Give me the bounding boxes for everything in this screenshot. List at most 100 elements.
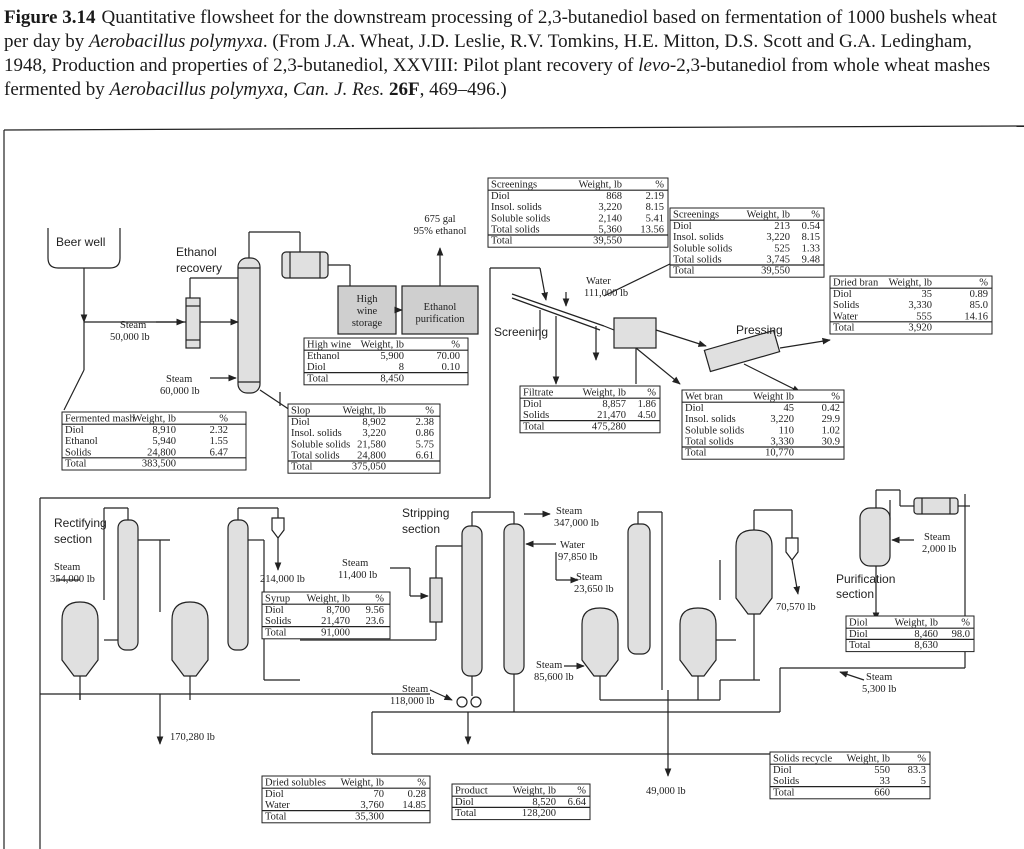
table-header-percent: % bbox=[219, 414, 228, 425]
table-cell-weight: 8,902 bbox=[362, 417, 386, 428]
table-cell-percent: 0.28 bbox=[408, 789, 426, 800]
table-cell-label: Water bbox=[833, 311, 858, 322]
steam-2000-label-2: 2,000 lb bbox=[922, 544, 956, 555]
table-cell-percent: 98.0 bbox=[952, 629, 970, 640]
table-cell-percent: 70.00 bbox=[436, 351, 460, 362]
table-cell-label: Diol bbox=[673, 221, 692, 232]
table-cell-weight: 5,940 bbox=[152, 436, 176, 447]
table-cell-weight: 2,140 bbox=[598, 213, 622, 224]
table-cell-label: Solids bbox=[523, 410, 549, 421]
table-cell-percent: 0.10 bbox=[442, 362, 460, 373]
table-cell-percent: 30.9 bbox=[822, 437, 840, 448]
table-cell-label: Diol bbox=[833, 289, 852, 300]
table-cell-label: Soluble solids bbox=[491, 213, 550, 224]
table-cell-label: Total solids bbox=[685, 437, 734, 448]
ethanol-column bbox=[237, 257, 261, 394]
table-cell-percent: 4.50 bbox=[638, 410, 656, 421]
caption-volume: 26F bbox=[389, 79, 420, 100]
table-cell-percent: 1.86 bbox=[638, 399, 656, 410]
table-cell-label: Diol bbox=[455, 797, 474, 808]
stripping-column-2 bbox=[503, 523, 525, 675]
preheater bbox=[185, 297, 201, 349]
table-border bbox=[845, 615, 975, 653]
press bbox=[703, 329, 781, 373]
steam-85600-label-2: 85,600 lb bbox=[534, 672, 574, 683]
caption-text-1: Quantitative flowsheet for the downstrea… bbox=[4, 7, 997, 52]
table-header-weight: Weight, lb bbox=[747, 210, 790, 221]
steam-118000-label-1: Steam bbox=[402, 684, 428, 695]
table-cell-percent: 23.6 bbox=[366, 616, 384, 627]
table-cell-weight: 35 bbox=[922, 289, 933, 300]
table-cell-percent: 6.47 bbox=[210, 447, 228, 458]
table-cell-label: Diol bbox=[773, 765, 792, 776]
table-cell-label: Total bbox=[833, 323, 855, 334]
table-cell-label: Diol bbox=[265, 605, 284, 616]
table-cell-label: Total bbox=[307, 373, 329, 384]
table-cell-percent: 1.02 bbox=[822, 425, 840, 436]
steam-50000-label-1: Steam bbox=[120, 320, 146, 331]
gal-675-label-2: 95% ethanol bbox=[414, 226, 467, 237]
stripping-column-1 bbox=[461, 525, 483, 677]
high-wine-label-2: wine bbox=[357, 306, 378, 317]
table-cell-weight: 35,300 bbox=[355, 811, 384, 822]
table-cell-percent: 1.55 bbox=[210, 436, 228, 447]
table-header-percent: % bbox=[417, 778, 426, 789]
table-cell-percent: 0.54 bbox=[802, 221, 821, 232]
table-cell-weight: 21,580 bbox=[357, 439, 386, 450]
table-header-percent: % bbox=[425, 406, 434, 417]
table-cell-weight: 39,550 bbox=[761, 266, 790, 277]
table-cell-weight: 660 bbox=[874, 787, 890, 798]
high-wine-label-1: High bbox=[357, 294, 379, 305]
table-header-weight: Weight, lb bbox=[361, 340, 404, 351]
steam-354000-label-2: 354,000 lb bbox=[50, 574, 95, 585]
table-cell-label: Total bbox=[491, 236, 513, 247]
table-title: Product bbox=[455, 786, 488, 797]
table-cell-percent: 2.38 bbox=[416, 417, 434, 428]
table-cell-label: Insol. solids bbox=[291, 428, 342, 439]
table-cell-weight: 868 bbox=[606, 191, 622, 202]
table-cell-weight: 3,920 bbox=[908, 323, 932, 334]
table-header-weight: Weight, lb bbox=[847, 754, 890, 765]
table-cell-label: Soluble solids bbox=[685, 425, 744, 436]
table-border bbox=[769, 751, 931, 800]
table-header-weight: Weight, lb bbox=[343, 406, 386, 417]
ethanol-purification-label-2: purification bbox=[416, 314, 466, 325]
purification-label-1: Purification bbox=[836, 572, 895, 586]
table-cell-percent: 5 bbox=[921, 776, 926, 787]
table-cell-label: Total bbox=[673, 266, 695, 277]
table-cell-percent: 0.42 bbox=[822, 403, 840, 414]
table-header-percent: % bbox=[961, 618, 970, 629]
table-cell-label: Solids bbox=[773, 776, 799, 787]
screen-unit bbox=[511, 293, 605, 331]
table-cell-weight: 3,760 bbox=[360, 800, 384, 811]
table-header-weight: Weight, lb bbox=[307, 594, 350, 605]
rectifying-label-2: section bbox=[54, 532, 92, 546]
table-cell-percent: 5.75 bbox=[416, 439, 434, 450]
table-cell-weight: 3,330 bbox=[770, 437, 794, 448]
table-border bbox=[261, 591, 391, 640]
condenser-top bbox=[281, 251, 329, 279]
purification-label-2: section bbox=[836, 587, 874, 601]
table-cell-weight: 383,500 bbox=[142, 459, 176, 470]
table-cell-weight: 110 bbox=[779, 425, 794, 436]
table-cell-percent: 85.0 bbox=[970, 300, 988, 311]
evaporator-kettle-2 bbox=[679, 607, 717, 677]
stripping-preheater bbox=[429, 577, 443, 623]
table-cell-weight: 128,200 bbox=[522, 808, 556, 819]
table-cell-percent: 5.41 bbox=[646, 213, 664, 224]
table-cell-weight: 8,857 bbox=[602, 399, 626, 410]
caption-organism-2: Aerobacillus polymyxa bbox=[109, 79, 284, 100]
steam-23650-label-1: Steam bbox=[576, 572, 602, 583]
table-cell-weight: 550 bbox=[874, 765, 890, 776]
steam-11400-label-2: 11,400 lb bbox=[338, 570, 377, 581]
rectifying-column-1 bbox=[117, 519, 139, 651]
water-97850-label-1: Water bbox=[560, 540, 585, 551]
table-cell-label: Total bbox=[65, 459, 87, 470]
rectifying-kettle-1 bbox=[61, 601, 99, 700]
table-cell-weight: 3,745 bbox=[766, 255, 790, 266]
caption-organism: Aerobacillus polymyxa bbox=[88, 31, 263, 52]
table-cell-percent: 6.61 bbox=[416, 451, 434, 462]
screen-tank bbox=[613, 317, 657, 349]
